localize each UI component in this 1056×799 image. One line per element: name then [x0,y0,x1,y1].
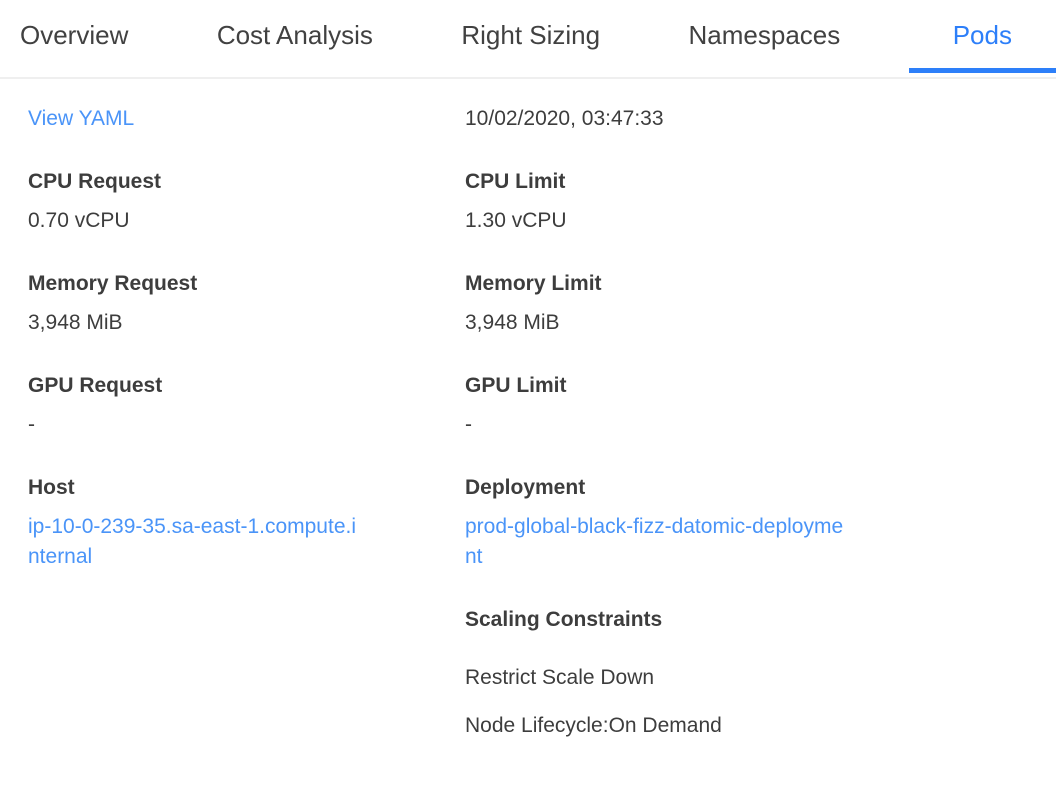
deployment-label: Deployment [465,476,586,499]
field-cpu-request: CPU Request 0.70 vCPU [28,167,465,236]
field-cpu-limit: CPU Limit 1.30 vCPU [465,167,1028,236]
field-memory-request: Memory Request 3,948 MiB [28,269,465,338]
tab-right-sizing[interactable]: Right Sizing [461,20,601,50]
gpu-request-value: - [28,413,35,436]
field-memory-limit: Memory Limit 3,948 MiB [465,269,1028,338]
timestamp: 10/02/2020, 03:47:33 [465,107,664,130]
field-host: Host ip-10-0-239-35.sa-east-1.compute.in… [28,473,465,572]
memory-request-value: 3,948 MiB [28,311,123,334]
scaling-constraint-item: Restrict Scale Down [465,666,655,689]
tab-overview[interactable]: Overview [20,20,129,50]
right-column: 10/02/2020, 03:47:33 CPU Limit 1.30 vCPU… [465,104,1028,759]
host-link[interactable]: ip-10-0-239-35.sa-east-1.compute.interna… [28,515,357,568]
host-label: Host [28,476,75,499]
gpu-limit-value: - [465,413,472,436]
memory-request-label: Memory Request [28,272,198,295]
tab-cost-analysis[interactable]: Cost Analysis [216,20,373,50]
scaling-constraints-label: Scaling Constraints [465,608,663,631]
cpu-limit-value: 1.30 vCPU [465,209,567,232]
view-yaml-row: View YAML [28,104,465,134]
cpu-limit-label: CPU Limit [465,170,566,193]
cpu-request-value: 0.70 vCPU [28,209,130,232]
field-deployment: Deployment prod-global-black-fizz-datomi… [465,473,1028,572]
pod-details-panel: View YAML CPU Request 0.70 vCPU Memory R… [0,79,1056,799]
gpu-request-label: GPU Request [28,374,163,397]
cpu-request-label: CPU Request [28,170,162,193]
memory-limit-label: Memory Limit [465,272,602,295]
tab-bar: Overview Cost Analysis Right Sizing Name… [0,0,1056,79]
deployment-link[interactable]: prod-global-black-fizz-datomic-deploymen… [465,515,844,568]
view-yaml-link[interactable]: View YAML [28,107,135,130]
gpu-limit-label: GPU Limit [465,374,567,397]
tab-namespaces[interactable]: Namespaces [688,20,841,50]
field-gpu-limit: GPU Limit - [465,371,1028,440]
scaling-constraints-section: Scaling Constraints Restrict Scale Down … [465,605,1028,741]
memory-limit-value: 3,948 MiB [465,311,560,334]
tab-pods[interactable]: Pods [908,0,1056,77]
field-gpu-request: GPU Request - [28,371,465,440]
left-column: View YAML CPU Request 0.70 vCPU Memory R… [28,104,465,759]
scaling-constraint-item: Node Lifecycle:On Demand [465,714,722,737]
